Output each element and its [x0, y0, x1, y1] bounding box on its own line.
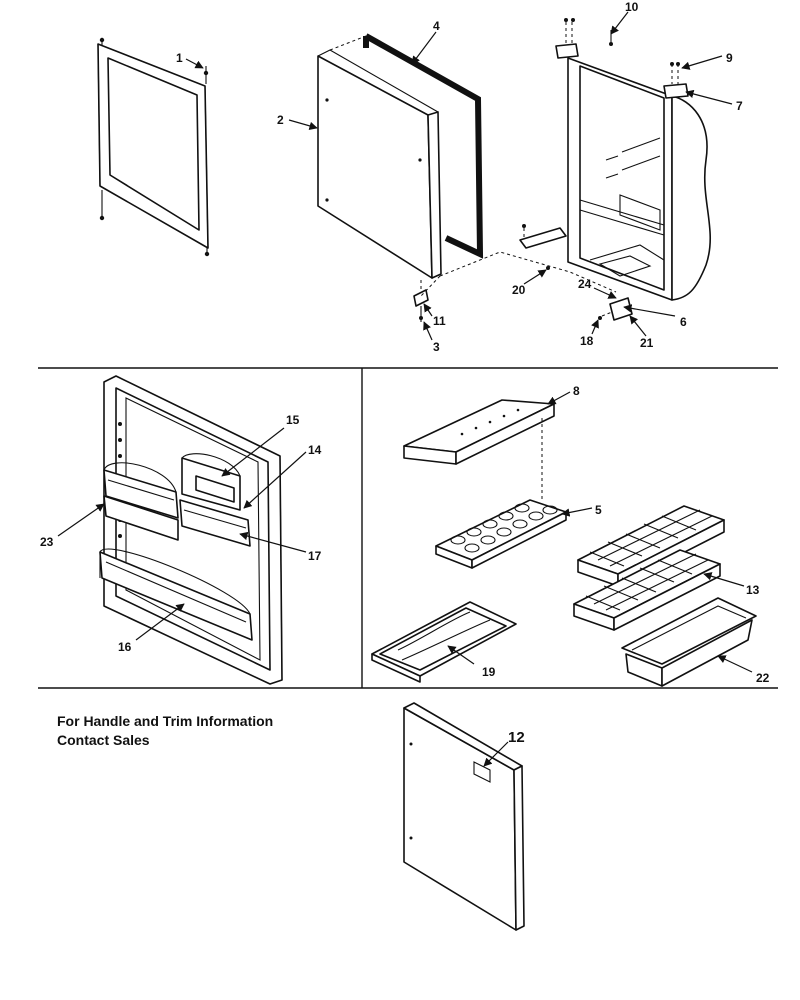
callout-4: 4 — [433, 19, 440, 33]
note-line-1: For Handle and Trim Information — [57, 713, 274, 729]
callout-16: 16 — [118, 640, 132, 654]
callout-9: 9 — [726, 51, 733, 65]
callout-23: 23 — [40, 535, 54, 549]
door-shelf-lower — [99, 548, 253, 641]
callout-17: 17 — [308, 549, 322, 563]
callout-12: 12 — [508, 729, 525, 746]
callout-10: 10 — [625, 0, 639, 14]
ice-tray-lower — [573, 549, 721, 631]
door-shelf-upper-right — [179, 499, 251, 547]
glass-shelf — [403, 399, 555, 465]
door-panel — [317, 49, 442, 279]
callout-22: 22 — [756, 671, 770, 685]
door-to-gasket-dash — [329, 35, 367, 51]
callout-13: 13 — [746, 583, 760, 597]
callout-8: 8 — [573, 384, 580, 398]
egg-tray — [435, 499, 567, 569]
door-shelf-upper-left — [103, 462, 179, 541]
handle-trim-note: For Handle and Trim Information Contact … — [57, 712, 273, 750]
note-line-2: Contact Sales — [57, 732, 150, 748]
door-trim-frame — [97, 37, 210, 257]
callout-labels: 1 2 3 4 5 6 7 8 9 10 11 12 13 14 15 16 1… — [40, 0, 770, 746]
callout-14: 14 — [308, 443, 322, 457]
callout-6: 6 — [680, 315, 687, 329]
callout-24: 24 — [578, 277, 592, 291]
callout-3: 3 — [433, 340, 440, 354]
callout-5: 5 — [595, 503, 602, 517]
callout-21: 21 — [640, 336, 654, 350]
callout-19: 19 — [482, 665, 496, 679]
callout-20: 20 — [512, 283, 526, 297]
callout-7: 7 — [736, 99, 743, 113]
bottom-hinge-assembly — [519, 224, 633, 321]
top-hinge-left — [555, 18, 579, 59]
cabinet — [567, 57, 712, 301]
door-gasket — [363, 33, 484, 259]
leader-lines — [57, 11, 753, 767]
callout-11: 11 — [433, 314, 446, 328]
bottom-hinge — [413, 280, 429, 322]
utility-bin — [371, 601, 517, 683]
callout-18: 18 — [580, 334, 594, 348]
dairy-compartment — [181, 453, 241, 511]
callout-1: 1 — [176, 51, 183, 65]
door-outer-panel — [403, 702, 525, 931]
ice-bin — [621, 597, 757, 687]
callout-2: 2 — [277, 113, 284, 127]
door-to-cabinet-dash — [420, 251, 617, 297]
callout-15: 15 — [286, 413, 300, 427]
